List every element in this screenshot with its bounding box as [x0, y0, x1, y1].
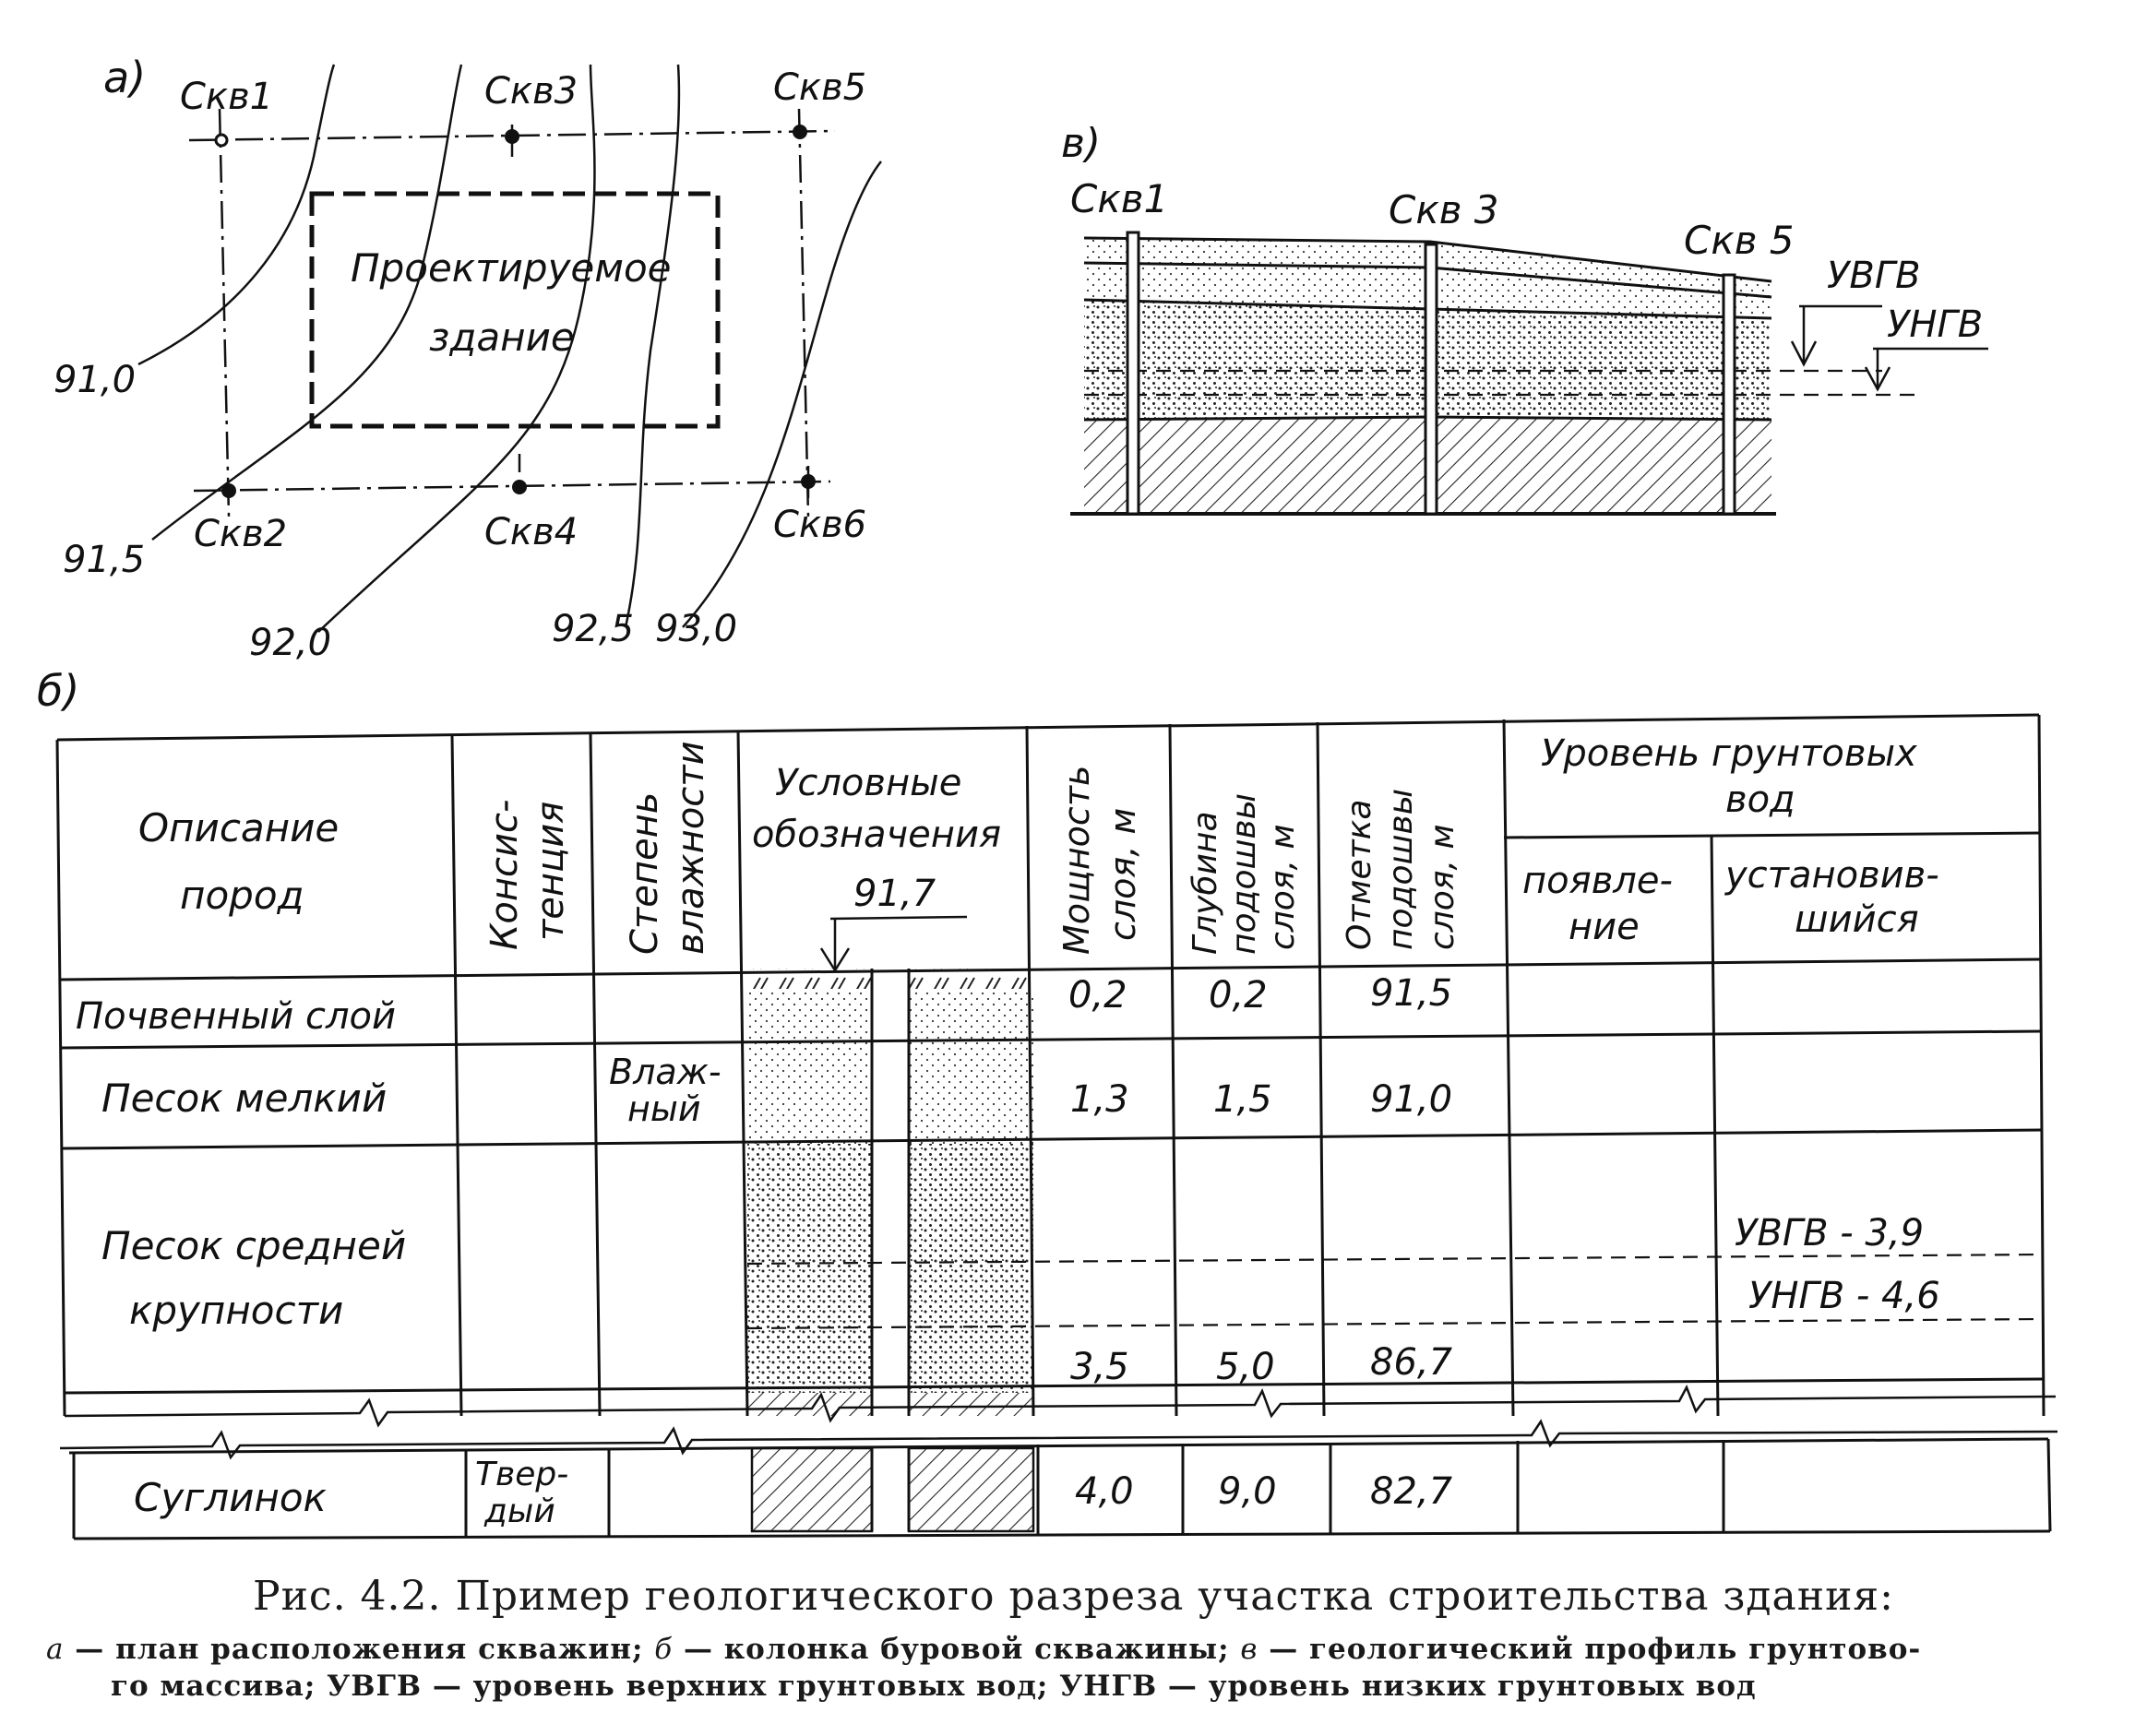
hdr-depth-2: подошвы: [1225, 793, 1263, 955]
uvgv-level: УВГВ - 3,9: [1735, 1212, 1924, 1254]
well-marker-5: [793, 125, 807, 139]
row1-thickness: 0,2: [1068, 974, 1127, 1017]
plan-well-3: Скв3: [484, 70, 578, 113]
row1-elevation: 91,5: [1370, 972, 1452, 1015]
well-marker-4: [512, 480, 527, 494]
hdr-symbols-2: обозначения: [752, 814, 1001, 856]
profile-ungv: УНГВ: [1887, 303, 1983, 346]
caption-key-b: б: [654, 1633, 674, 1666]
row3-thickness: 3,5: [1070, 1346, 1129, 1388]
hdr-depth-1: Глубина: [1187, 811, 1224, 955]
hdr-consistency-1: Консис-: [483, 800, 526, 950]
well-marker-1: [214, 133, 229, 148]
row3-name-2: крупности: [129, 1288, 343, 1333]
hdr-moisture-2: влажности: [670, 741, 712, 955]
row2-name: Песок мелкий: [101, 1076, 387, 1121]
row1-name: Почвенный слой: [76, 995, 396, 1038]
profile-label: в): [1061, 120, 1101, 167]
hdr-appearance-1: появле-: [1522, 860, 1673, 902]
row2-moisture-1: Влаж-: [609, 1052, 722, 1092]
geological-profile: в) Скв1 Скв 3 Скв 5: [1061, 120, 1988, 516]
row3-name-1: Песок средней: [101, 1223, 406, 1268]
well-plan: а) Проектируемое здание: [54, 53, 882, 664]
hdr-groundwater-1: Уровень грунтовых: [1541, 732, 1917, 775]
hdr-moisture-1: Степень: [624, 792, 666, 955]
hdr-consistency-2: тенция: [530, 802, 572, 941]
row3-depth: 5,0: [1216, 1346, 1275, 1388]
contour-label-92-0: 92,0: [249, 622, 331, 664]
well-marker-2: [221, 483, 236, 498]
hdr-elevation-1: Отметка: [1341, 800, 1378, 950]
contour-label-91-5: 91,5: [63, 539, 145, 581]
row4-depth: 9,0: [1218, 1470, 1277, 1513]
row4-thickness: 4,0: [1075, 1470, 1134, 1513]
hdr-elevation-2: подошвы: [1382, 789, 1420, 950]
building-label-2: здание: [429, 315, 575, 360]
caption-text-b: — колонка буровой скважины;: [673, 1633, 1241, 1666]
caption-key-v: в: [1240, 1633, 1258, 1666]
plan-well-5: Скв5: [773, 66, 866, 109]
hdr-thickness-2: слоя, м: [1103, 808, 1143, 941]
row2-elevation: 91,0: [1370, 1078, 1452, 1121]
contour-lines: [137, 64, 882, 633]
plan-well-2: Скв2: [194, 513, 287, 555]
figure-caption-line-2: го массива; УВГВ — уровень верхних грунт…: [111, 1670, 1757, 1703]
row4-consistency-1: Твер-: [475, 1456, 568, 1493]
hdr-established-2: шийся: [1795, 898, 1919, 941]
building-label-1: Проектируемое: [351, 245, 671, 291]
profile-well-1: Скв1: [1070, 176, 1168, 221]
hdr-established-1: установив-: [1724, 854, 1939, 897]
figure-caption-line-1: а — план расположения скважин; б — колон…: [46, 1633, 2076, 1666]
column-label: б): [37, 666, 79, 716]
hdr-mark: 91,7: [853, 873, 936, 915]
contour-label-91-0: 91,0: [54, 359, 136, 401]
row4-name: Суглинок: [134, 1475, 328, 1520]
plan-well-1: Скв1: [180, 76, 273, 118]
hdr-groundwater-2: вод: [1725, 779, 1795, 821]
profile-well-3: Скв 3: [1389, 187, 1499, 232]
row4-elevation: 82,7: [1370, 1470, 1453, 1513]
hdr-elevation-3: слоя, м: [1424, 824, 1461, 950]
caption-text-a: — план расположения скважин;: [64, 1633, 655, 1666]
borehole-column: б): [37, 666, 2058, 1540]
row2-moisture-2: ный: [627, 1088, 701, 1129]
row2-thickness: 1,3: [1070, 1078, 1129, 1121]
row3-elevation: 86,7: [1370, 1341, 1453, 1384]
row1-depth: 0,2: [1209, 974, 1268, 1017]
hdr-depth-3: слоя, м: [1264, 824, 1302, 950]
caption-text-v: — геологический профиль грунтово-: [1258, 1633, 1922, 1666]
profile-well-5: Скв 5: [1684, 218, 1795, 263]
figure-caption-title: Рис. 4.2. Пример геологического разреза …: [253, 1573, 1894, 1620]
plan-well-6: Скв6: [773, 504, 866, 546]
profile-uvgv: УВГВ: [1827, 255, 1921, 297]
hdr-description-1: Описание: [138, 805, 339, 850]
plan-label: а): [103, 53, 146, 102]
plan-well-4: Скв4: [484, 511, 578, 553]
contour-label-92-5: 92,5: [552, 608, 634, 650]
contour-label-93-0: 93,0: [655, 608, 737, 650]
ungv-level: УНГВ - 4,6: [1748, 1275, 1940, 1317]
hdr-description-2: пород: [180, 873, 304, 918]
hdr-thickness-1: Мощность: [1056, 766, 1097, 955]
hdr-symbols-1: Условные: [775, 762, 961, 804]
building-outline: [309, 191, 721, 429]
row2-depth: 1,5: [1213, 1078, 1272, 1121]
caption-key-a: а: [46, 1633, 65, 1666]
hdr-appearance-2: ние: [1569, 906, 1640, 948]
row4-consistency-2: дый: [483, 1492, 555, 1530]
